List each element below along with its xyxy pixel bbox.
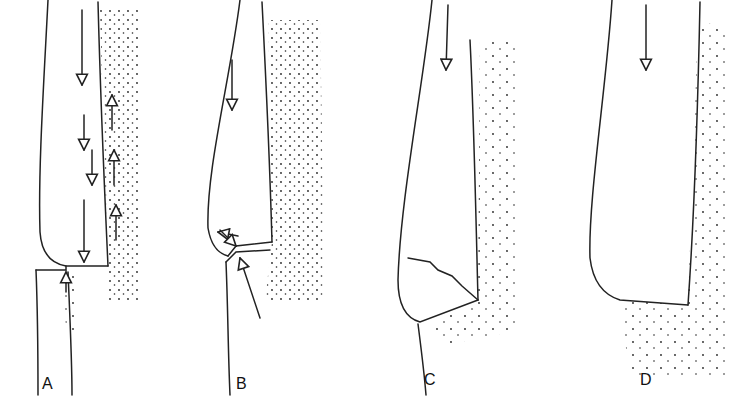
panel-letter: C — [424, 372, 436, 388]
panel-letter: B — [236, 376, 247, 392]
panel-letter: D — [640, 372, 652, 388]
panel-letter: A — [42, 376, 53, 392]
